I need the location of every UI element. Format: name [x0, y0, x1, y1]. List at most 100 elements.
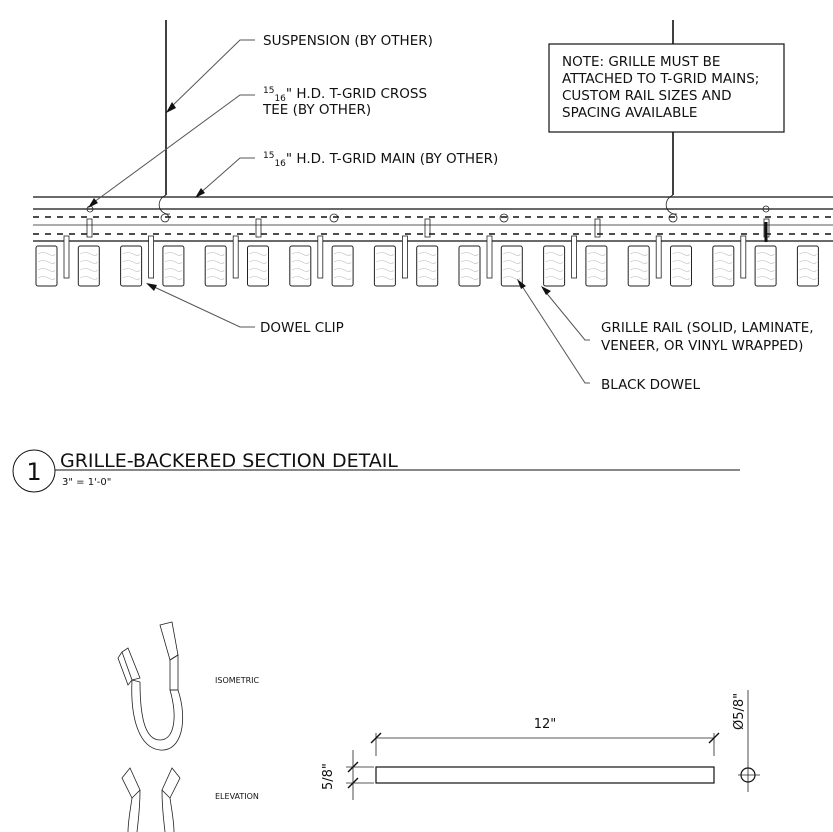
wood-grain: [122, 276, 140, 280]
wood-grain: [37, 276, 56, 280]
wood-grain: [291, 268, 310, 272]
grille-rail: [247, 245, 269, 287]
wood-grain: [249, 260, 267, 264]
wood-grain: [207, 276, 225, 280]
wood-grain: [460, 276, 479, 280]
wood-grain: [376, 268, 394, 272]
label-t-grid-main: 1516" H.D. T-GRID MAIN (BY OTHER): [263, 151, 498, 169]
grille-rail: [627, 245, 650, 287]
dowel-clip: [63, 235, 70, 279]
wood-grain: [418, 252, 436, 256]
wood-grain: [587, 260, 606, 264]
wood-grain: [460, 268, 479, 272]
wood-grain: [672, 252, 690, 256]
cross-tee-fraction-sup: 15: [263, 86, 274, 96]
dowel-clip: [571, 235, 577, 279]
wood-grain: [376, 260, 394, 264]
grille-rail: [500, 245, 523, 287]
wood-grain: [714, 260, 733, 264]
wood-grain: [418, 276, 436, 280]
dowel-diameter-dim: Ø5/8": [732, 693, 747, 730]
cross-tee-fraction-sub: 16: [274, 94, 286, 104]
cross-tee-text: " H.D. T-GRID CROSS: [286, 86, 427, 102]
wood-grain: [714, 276, 733, 280]
dowel-clip-isometric: [117, 621, 184, 751]
cross-tee-end-right: [762, 205, 770, 213]
dowel-clip-elevation: [121, 767, 181, 832]
wood-grain: [80, 276, 98, 280]
wire-hook-right: [665, 194, 678, 215]
dowel-dimension-drawing: 12" 5/8" Ø5/8": [321, 690, 760, 800]
label-black-dowel: BLACK DOWEL: [601, 377, 701, 393]
label-grille-rail-1: GRILLE RAIL (SOLID, LAMINATE,: [601, 320, 814, 336]
wood-grain: [503, 276, 521, 280]
grille-rail: [77, 245, 100, 287]
wood-grain: [122, 252, 140, 256]
wood-grain: [207, 268, 225, 272]
grille-rail: [204, 245, 227, 287]
wood-grain: [164, 268, 183, 272]
wood-grain: [291, 252, 310, 256]
wood-grain: [503, 260, 521, 264]
wood-grain: [291, 260, 310, 264]
wood-grain: [756, 276, 775, 280]
grille-rail: [331, 245, 354, 287]
note-line-4: SPACING AVAILABLE: [562, 105, 697, 121]
dowel-clip: [401, 235, 408, 279]
grille-rail: [585, 245, 608, 287]
wood-grain: [418, 260, 436, 264]
wood-grain: [37, 252, 56, 256]
grille-rail: [416, 245, 439, 287]
wood-grain: [333, 276, 352, 280]
wire-hook-left: [158, 194, 171, 215]
grille-rail: [120, 245, 143, 287]
wood-grain: [630, 268, 648, 272]
wood-grain: [799, 252, 817, 256]
wood-grain: [545, 268, 563, 272]
detail-title: GRILLE-BACKERED SECTION DETAIL: [60, 450, 398, 472]
wood-grain: [122, 268, 140, 272]
main-fraction-sub: 16: [274, 159, 286, 169]
wood-grain: [80, 260, 98, 264]
dowel-clip: [655, 235, 662, 279]
note-line-1: NOTE: GRILLE MUST BE: [562, 54, 720, 70]
wood-grain: [460, 252, 479, 256]
wood-grain: [80, 252, 98, 256]
grille-rail: [373, 245, 396, 287]
note-box: [548, 43, 785, 133]
grille-rail: [712, 245, 735, 287]
wood-grain: [630, 252, 648, 256]
grille-rail: [796, 245, 819, 287]
wood-grain: [249, 252, 267, 256]
wood-grain: [630, 276, 648, 280]
leader-lines: [88, 39, 590, 384]
wood-grain: [587, 276, 606, 280]
wood-grain: [545, 252, 563, 256]
wood-grain: [799, 276, 817, 280]
wood-grain: [207, 252, 225, 256]
note-line-2: ATTACHED TO T-GRID MAINS;: [562, 71, 759, 87]
wood-grain: [545, 260, 563, 264]
wood-grain: [164, 260, 183, 264]
wood-grain: [122, 260, 140, 264]
wood-grain: [756, 260, 775, 264]
wood-grain: [37, 260, 56, 264]
dowel-clip: [740, 235, 747, 279]
wood-grain: [587, 252, 606, 256]
wood-grain: [714, 252, 733, 256]
wood-grain: [756, 252, 775, 256]
label-suspension: SUSPENSION (BY OTHER): [263, 33, 433, 49]
wood-grain: [80, 268, 98, 272]
main-text: " H.D. T-GRID MAIN (BY OTHER): [286, 151, 498, 167]
wood-grain: [630, 260, 648, 264]
dowel-clip: [486, 235, 493, 279]
label-cross-tee: 1516" H.D. T-GRID CROSS: [263, 86, 427, 104]
label-dowel-clip: DOWEL CLIP: [260, 320, 344, 336]
dowel-clip: [148, 235, 155, 279]
wood-grain: [503, 252, 521, 256]
wood-grain: [799, 268, 817, 272]
wood-grain: [799, 260, 817, 264]
label-isometric: ISOMETRIC: [215, 676, 259, 685]
grille-rail: [458, 245, 481, 287]
